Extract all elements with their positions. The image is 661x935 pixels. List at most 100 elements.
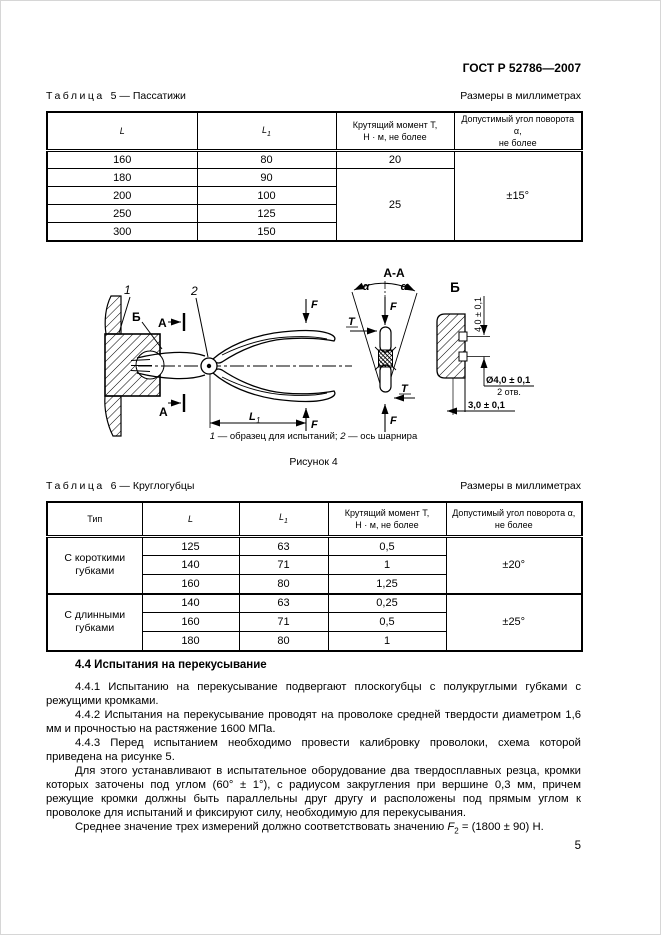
jaw-teeth — [130, 359, 152, 372]
section-heading: 4.4 Испытания на перекусывание — [75, 659, 267, 671]
col-header-torque: Крутящий момент Т,Н · м, не более — [327, 501, 447, 538]
hole-bottom — [458, 351, 468, 362]
cell-angle: ±15° — [453, 150, 583, 242]
col-header-angle: Допустимый угол поворота α,не более — [453, 111, 583, 153]
angle-line-right — [387, 292, 418, 388]
cell-l: 160 — [141, 612, 240, 632]
cell-l: 140 — [141, 592, 240, 613]
col-header-l1: L1 — [196, 111, 337, 153]
cell-torque: 0,25 — [327, 592, 447, 613]
main-view-pliers: 1 2 Б А А F F L 1 — [104, 283, 352, 437]
cell-l: 125 — [141, 536, 240, 556]
cell-l1: 71 — [238, 612, 329, 632]
cell-angle: ±20° — [445, 536, 583, 594]
cell-l1: 71 — [238, 555, 329, 575]
detail-view-title: Б — [450, 280, 460, 295]
grip-crosshatch — [378, 349, 393, 368]
cell-torque: 0,5 — [327, 612, 447, 632]
callout-1-label: 1 — [124, 283, 131, 297]
callout-2-leader — [195, 297, 209, 358]
cell-l: 300 — [46, 222, 198, 242]
cell-l1: 125 — [196, 204, 337, 224]
table5-header-row: L L1 Крутящий момент Т,Н · м, не более Д… — [46, 111, 583, 153]
cell-l: 180 — [46, 168, 198, 188]
callout-2-label: 2 — [190, 284, 198, 298]
angle-line-left — [351, 291, 382, 388]
cell-l: 200 — [46, 186, 198, 206]
caption-ref-1: 1 — [209, 431, 216, 442]
dim-hole-spacing-label: 4,0 ± 0,1 — [473, 297, 483, 332]
table-row: 140 71 1 — [47, 555, 582, 575]
cell-l: 250 — [46, 204, 198, 224]
section-4-4: 4.4 Испытания на перекусывание 4.4.1 Исп… — [46, 659, 581, 838]
standard-number: ГОСТ Р 52786—2007 — [462, 61, 581, 75]
table6-header-row: Тип L L1 Крутящий момент Т,Н · м, не бол… — [46, 501, 583, 538]
table6-units-note: Размеры в миллиметрах — [460, 480, 581, 492]
cell-l1: 90 — [196, 168, 337, 188]
upper-jaw — [136, 351, 206, 359]
force-f2-symbol: F2 — [447, 821, 459, 836]
cell-l1: 80 — [238, 574, 329, 594]
figure-4-drawing: 1 2 Б А А F F L 1 А-А — [104, 266, 534, 437]
cell-torque: 0,5 — [327, 536, 447, 556]
table-row: 160 80 1,25 — [47, 574, 582, 594]
force-label-top: F — [311, 299, 318, 311]
wall-bottom — [104, 395, 122, 437]
col-header-l: L — [46, 111, 198, 153]
cell-l1: 63 — [238, 592, 329, 613]
upper-handle — [212, 329, 336, 364]
table5-units-note: Размеры в миллиметрах — [460, 90, 581, 102]
alpha-label-right: α — [401, 281, 409, 293]
col-header-type: Тип — [46, 501, 143, 538]
paragraph-4-4-1: 4.4.1 Испытанию на перекусывание подверг… — [46, 681, 581, 707]
torque-label-bottom: Т — [401, 383, 409, 395]
table-row: 160 71 0,5 — [47, 612, 582, 632]
cell-torque: 1 — [327, 555, 447, 575]
table-row: 300 150 — [46, 222, 582, 242]
section-a-a-view: А-А α α F Т Т F — [346, 266, 418, 432]
wall-top — [104, 295, 122, 335]
paragraph-mean-value: Среднее значение трех измерений должно с… — [75, 821, 544, 836]
table-row: 180 90 25 — [46, 168, 582, 242]
lower-handle — [212, 368, 336, 403]
force-label-bottom: F — [311, 419, 318, 431]
dim-hole-offset-label: 3,0 ± 0,1 — [468, 400, 506, 411]
page-number: 5 — [574, 840, 581, 852]
cell-l1: 80 — [238, 631, 329, 651]
cell-torque: 20 — [335, 150, 455, 170]
section-view-title: А-А — [383, 266, 405, 280]
alpha-label-left: α — [363, 281, 371, 293]
upper-handle-grip-line — [221, 336, 328, 356]
paragraph-4-4-3: 4.4.3 Перед испытанием необходимо провес… — [46, 737, 581, 763]
paragraph-cutters: Для этого устанавливают в испытательное … — [46, 765, 581, 819]
cell-l: 180 — [141, 631, 240, 651]
table-row: 200 100 — [46, 186, 582, 206]
hole-top — [458, 331, 468, 342]
cell-l: 140 — [141, 555, 240, 575]
col-header-l1: L1 — [238, 501, 329, 538]
dim-hole-count-label: 2 отв. — [497, 387, 521, 397]
table-row: 160 80 20 ±15° — [46, 150, 583, 242]
handle-section-top — [379, 326, 392, 353]
section-mark-a-bottom: А — [159, 405, 168, 419]
dim-hole-dia-label: Ø4,0 ± 0,1 — [486, 375, 531, 386]
section-force-label-top: F — [390, 301, 397, 313]
col-header-l: L — [141, 501, 240, 538]
lower-jaw — [136, 372, 206, 380]
dim-l1-label: L — [249, 411, 256, 423]
hinge-center-dot — [206, 363, 212, 369]
dim-l1-sub: 1 — [256, 416, 260, 425]
col-header-torque: Крутящий момент Т,Н · м, не более — [335, 111, 455, 153]
cell-l1: 150 — [196, 222, 337, 242]
col-header-angle: Допустимый угол поворота α,не более — [445, 501, 583, 538]
callout-b-label: Б — [132, 310, 141, 324]
cell-l1: 63 — [238, 536, 329, 556]
section-force-label-bottom: F — [390, 415, 397, 427]
